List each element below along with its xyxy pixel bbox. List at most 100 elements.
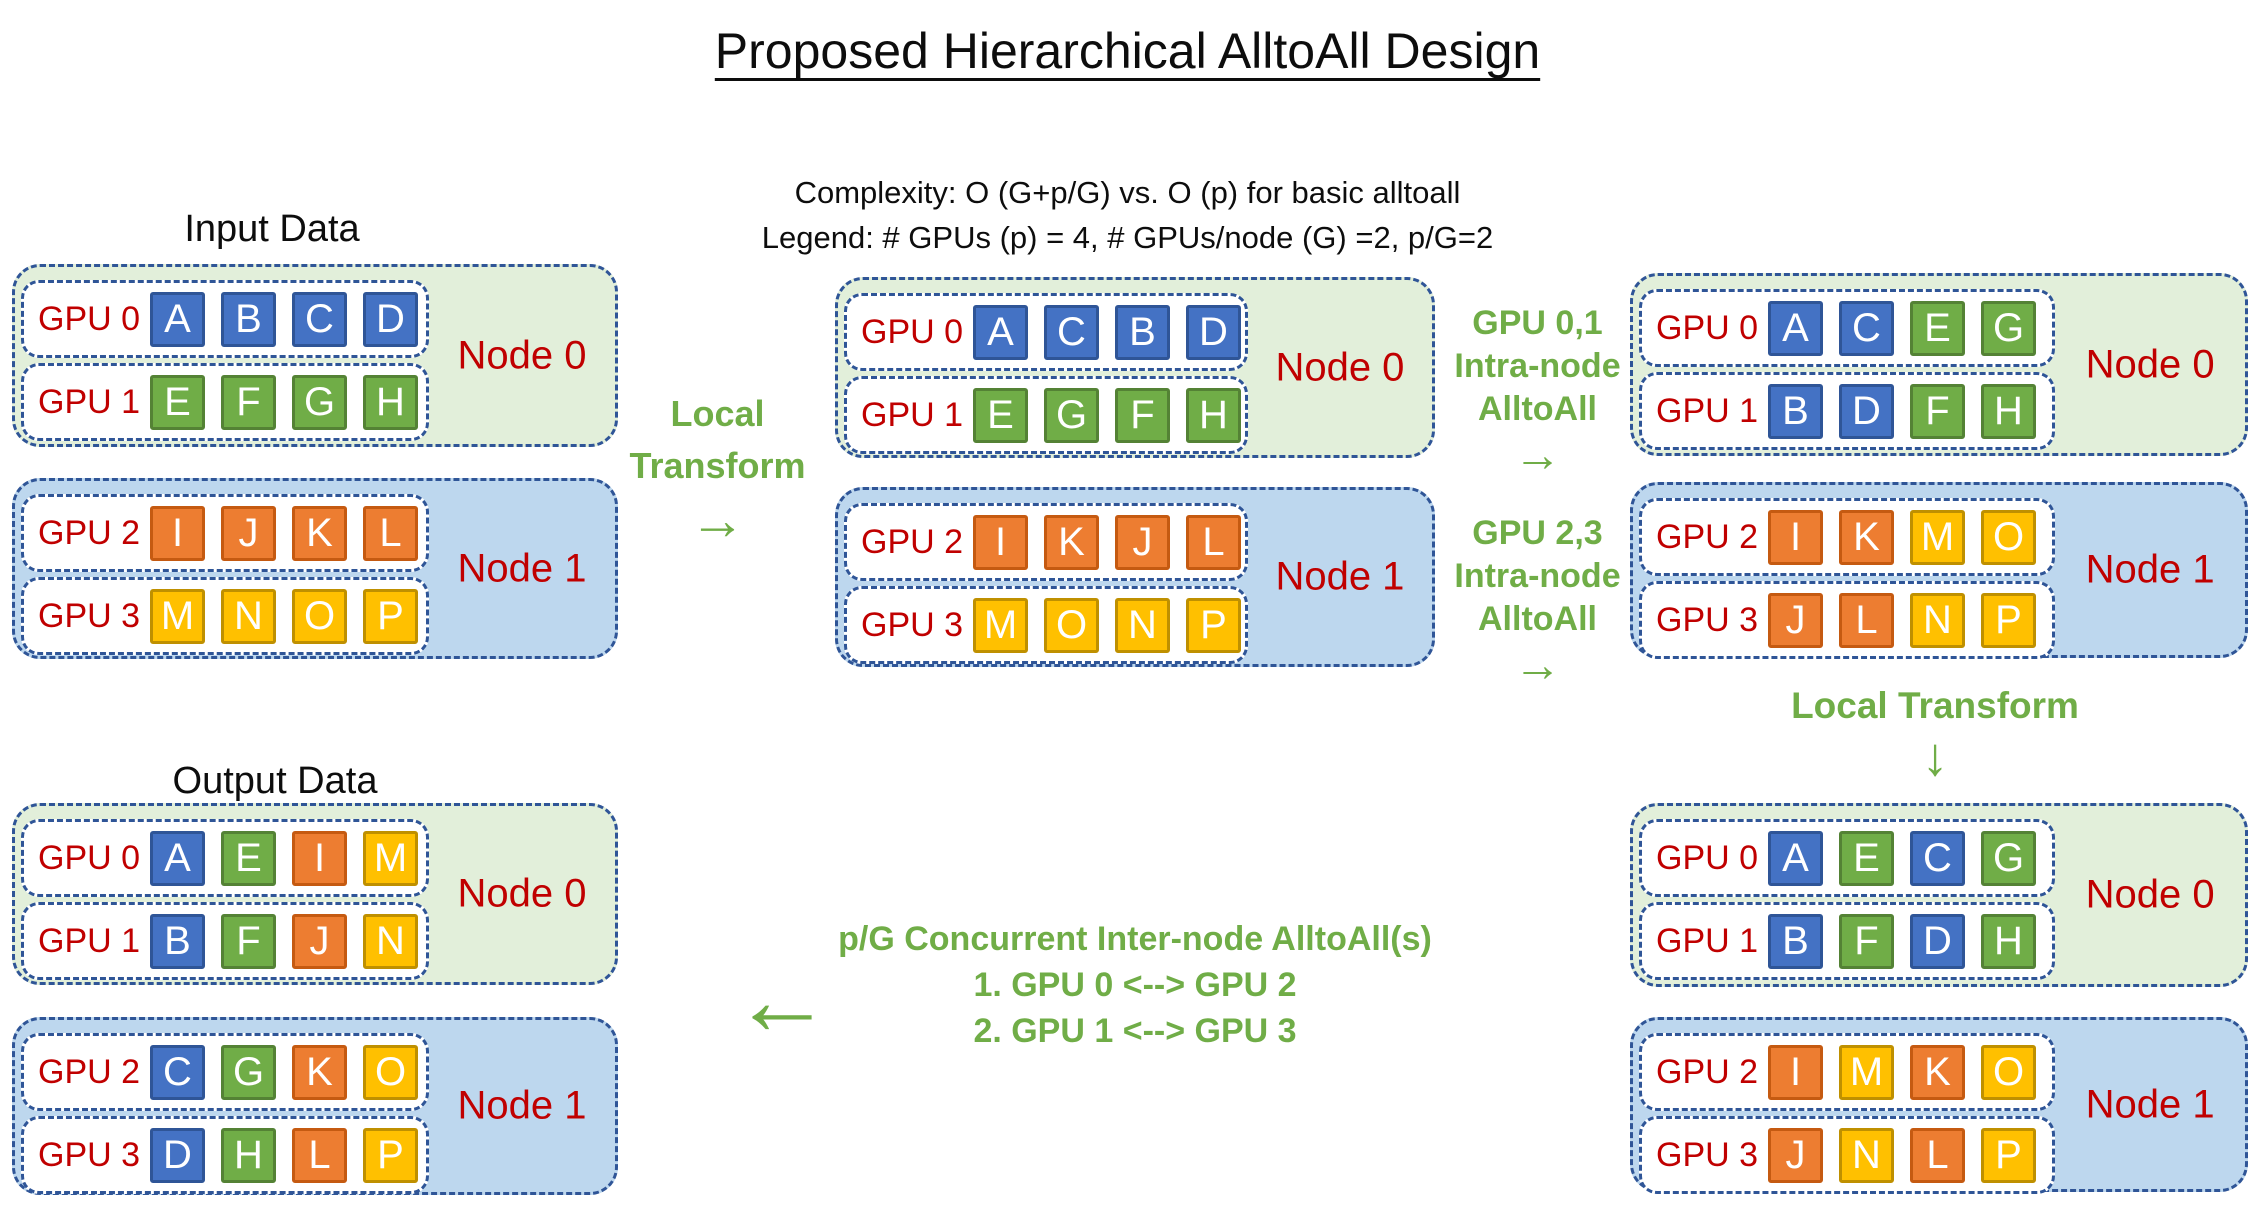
- data-cell: I: [973, 514, 1028, 570]
- data-cell: E: [150, 374, 205, 430]
- node-label: Node 1: [1275, 554, 1405, 599]
- data-cell: P: [363, 1127, 418, 1183]
- gpu-rows: GPU 2 C G K O GPU 3 D H L P: [21, 1033, 429, 1199]
- data-cell: F: [1910, 383, 1965, 439]
- annotation-line: 2. GPU 1 <--> GPU 3: [973, 1012, 1297, 1050]
- gpu-row: GPU 0 A B C D: [21, 280, 429, 358]
- data-cell: I: [1768, 509, 1823, 565]
- data-cell: H: [363, 374, 418, 430]
- gpu-label: GPU 2: [38, 1052, 141, 1091]
- gpu-label: GPU 3: [861, 605, 964, 644]
- cell-strip: A E C G: [1768, 830, 2036, 886]
- data-cell: F: [221, 913, 276, 969]
- subtitle-line-legend: Legend: # GPUs (p) = 4, # GPUs/node (G) …: [761, 220, 1494, 255]
- gpu-row: GPU 2 I J K L: [21, 494, 429, 572]
- gpu-label: GPU 0: [38, 299, 141, 338]
- data-cell: E: [973, 387, 1028, 443]
- output-data-header: Output Data: [172, 760, 378, 802]
- annotation-line: AlltoAll: [1478, 390, 1597, 428]
- cell-strip: I K M O: [1768, 509, 2036, 565]
- subtitle-line-complexity: Complexity: O (G+p/G) vs. O (p) for basi…: [794, 175, 1461, 210]
- node-label: Node 1: [457, 546, 587, 590]
- gpu-label: GPU 0: [861, 312, 964, 351]
- page-title: Proposed Hierarchical AlltoAll Design: [714, 23, 1541, 79]
- cell-strip: I K J L: [973, 514, 1241, 570]
- gpu-label: GPU 3: [1656, 1135, 1759, 1174]
- gpu-label: GPU 3: [1656, 600, 1759, 639]
- data-cell: F: [1115, 387, 1170, 443]
- down-arrow-icon: ↓: [1921, 727, 1949, 787]
- annotation-line: AlltoAll: [1478, 600, 1597, 638]
- gpu-row: GPU 1 B F D H: [1639, 902, 2056, 980]
- node-panel-input-node1: GPU 2 I J K L GPU 3 M N O P Node 1: [12, 478, 618, 659]
- data-cell: H: [221, 1127, 276, 1183]
- right-arrow-icon: →: [1513, 429, 1562, 482]
- gpu-rows: GPU 2 I K M O GPU 3 J L N P: [1639, 498, 2056, 664]
- right-arrow-icon: →: [1513, 639, 1562, 692]
- gpu-rows: GPU 2 I M K O GPU 3 J N L P: [1639, 1033, 2056, 1199]
- data-cell: O: [1981, 509, 2036, 565]
- data-cell: G: [1981, 830, 2036, 886]
- data-cell: M: [363, 830, 418, 886]
- gpu-label: GPU 1: [1656, 921, 1759, 960]
- data-cell: L: [363, 505, 418, 561]
- gpu-row: GPU 0 A E C G: [1639, 819, 2056, 897]
- gpu-label: GPU 3: [38, 1135, 141, 1174]
- data-cell: J: [292, 913, 347, 969]
- data-cell: D: [1910, 913, 1965, 969]
- gpu-row: GPU 2 C G K O: [21, 1033, 429, 1111]
- gpu-row: GPU 3 J L N P: [1639, 581, 2056, 659]
- data-cell: C: [150, 1044, 205, 1100]
- data-cell: K: [1044, 514, 1099, 570]
- data-cell: P: [363, 588, 418, 644]
- cell-strip: J N L P: [1768, 1127, 2036, 1183]
- gpu-label: GPU 1: [1656, 391, 1759, 430]
- data-cell: K: [292, 505, 347, 561]
- gpu-row: GPU 1 B F J N: [21, 902, 429, 980]
- data-cell: H: [1981, 913, 2036, 969]
- gpu-row: GPU 1 E F G H: [21, 363, 429, 441]
- data-cell: J: [1768, 1127, 1823, 1183]
- annotation-line: Intra-node: [1454, 557, 1621, 595]
- annotation-line: GPU 0,1: [1472, 304, 1603, 342]
- data-cell: I: [1768, 1044, 1823, 1100]
- gpu-row: GPU 3 M N O P: [21, 577, 429, 655]
- data-cell: K: [1910, 1044, 1965, 1100]
- node-panel-transformed-node0: GPU 0 A C B D GPU 1 E G F H Node 0: [835, 277, 1435, 458]
- data-cell: B: [1768, 383, 1823, 439]
- gpu-row: GPU 3 J N L P: [1639, 1116, 2056, 1194]
- node-panel-transformed-node1: GPU 2 I K J L GPU 3 M O N P Node 1: [835, 487, 1435, 667]
- node-panel-transformed2-node1: GPU 2 I M K O GPU 3 J N L P Node 1: [1630, 1017, 2248, 1194]
- gpu-row: GPU 3 D H L P: [21, 1116, 429, 1194]
- cell-strip: A E I M: [150, 830, 418, 886]
- data-cell: E: [1839, 830, 1894, 886]
- data-cell: L: [1839, 592, 1894, 648]
- intra-node-alltoall-label-gpu01: GPU 0,1 Intra-node AlltoAll →: [1425, 302, 1650, 481]
- node-label: Node 0: [457, 871, 587, 916]
- data-cell: A: [150, 830, 205, 886]
- data-cell: G: [221, 1044, 276, 1100]
- data-cell: D: [363, 291, 418, 347]
- data-cell: F: [221, 374, 276, 430]
- cell-strip: B F D H: [1768, 913, 2036, 969]
- data-cell: H: [1186, 387, 1241, 443]
- gpu-label: GPU 0: [1656, 308, 1759, 347]
- data-cell: C: [292, 291, 347, 347]
- data-cell: B: [1115, 304, 1170, 360]
- data-cell: N: [1910, 592, 1965, 648]
- node-label: Node 1: [2085, 1082, 2215, 1126]
- data-cell: J: [1768, 592, 1823, 648]
- data-cell: D: [150, 1127, 205, 1183]
- gpu-rows: GPU 0 A E I M GPU 1 B F J N: [21, 819, 429, 985]
- gpu-row: GPU 1 B D F H: [1639, 372, 2056, 450]
- data-cell: J: [221, 505, 276, 561]
- cell-strip: M N O P: [150, 588, 418, 644]
- node-label: Node 0: [457, 333, 587, 377]
- cell-strip: A B C D: [150, 291, 418, 347]
- input-data-header: Input Data: [184, 208, 360, 250]
- data-cell: M: [150, 588, 205, 644]
- cell-strip: A C B D: [973, 304, 1241, 360]
- data-cell: B: [1768, 913, 1823, 969]
- data-cell: P: [1981, 1127, 2036, 1183]
